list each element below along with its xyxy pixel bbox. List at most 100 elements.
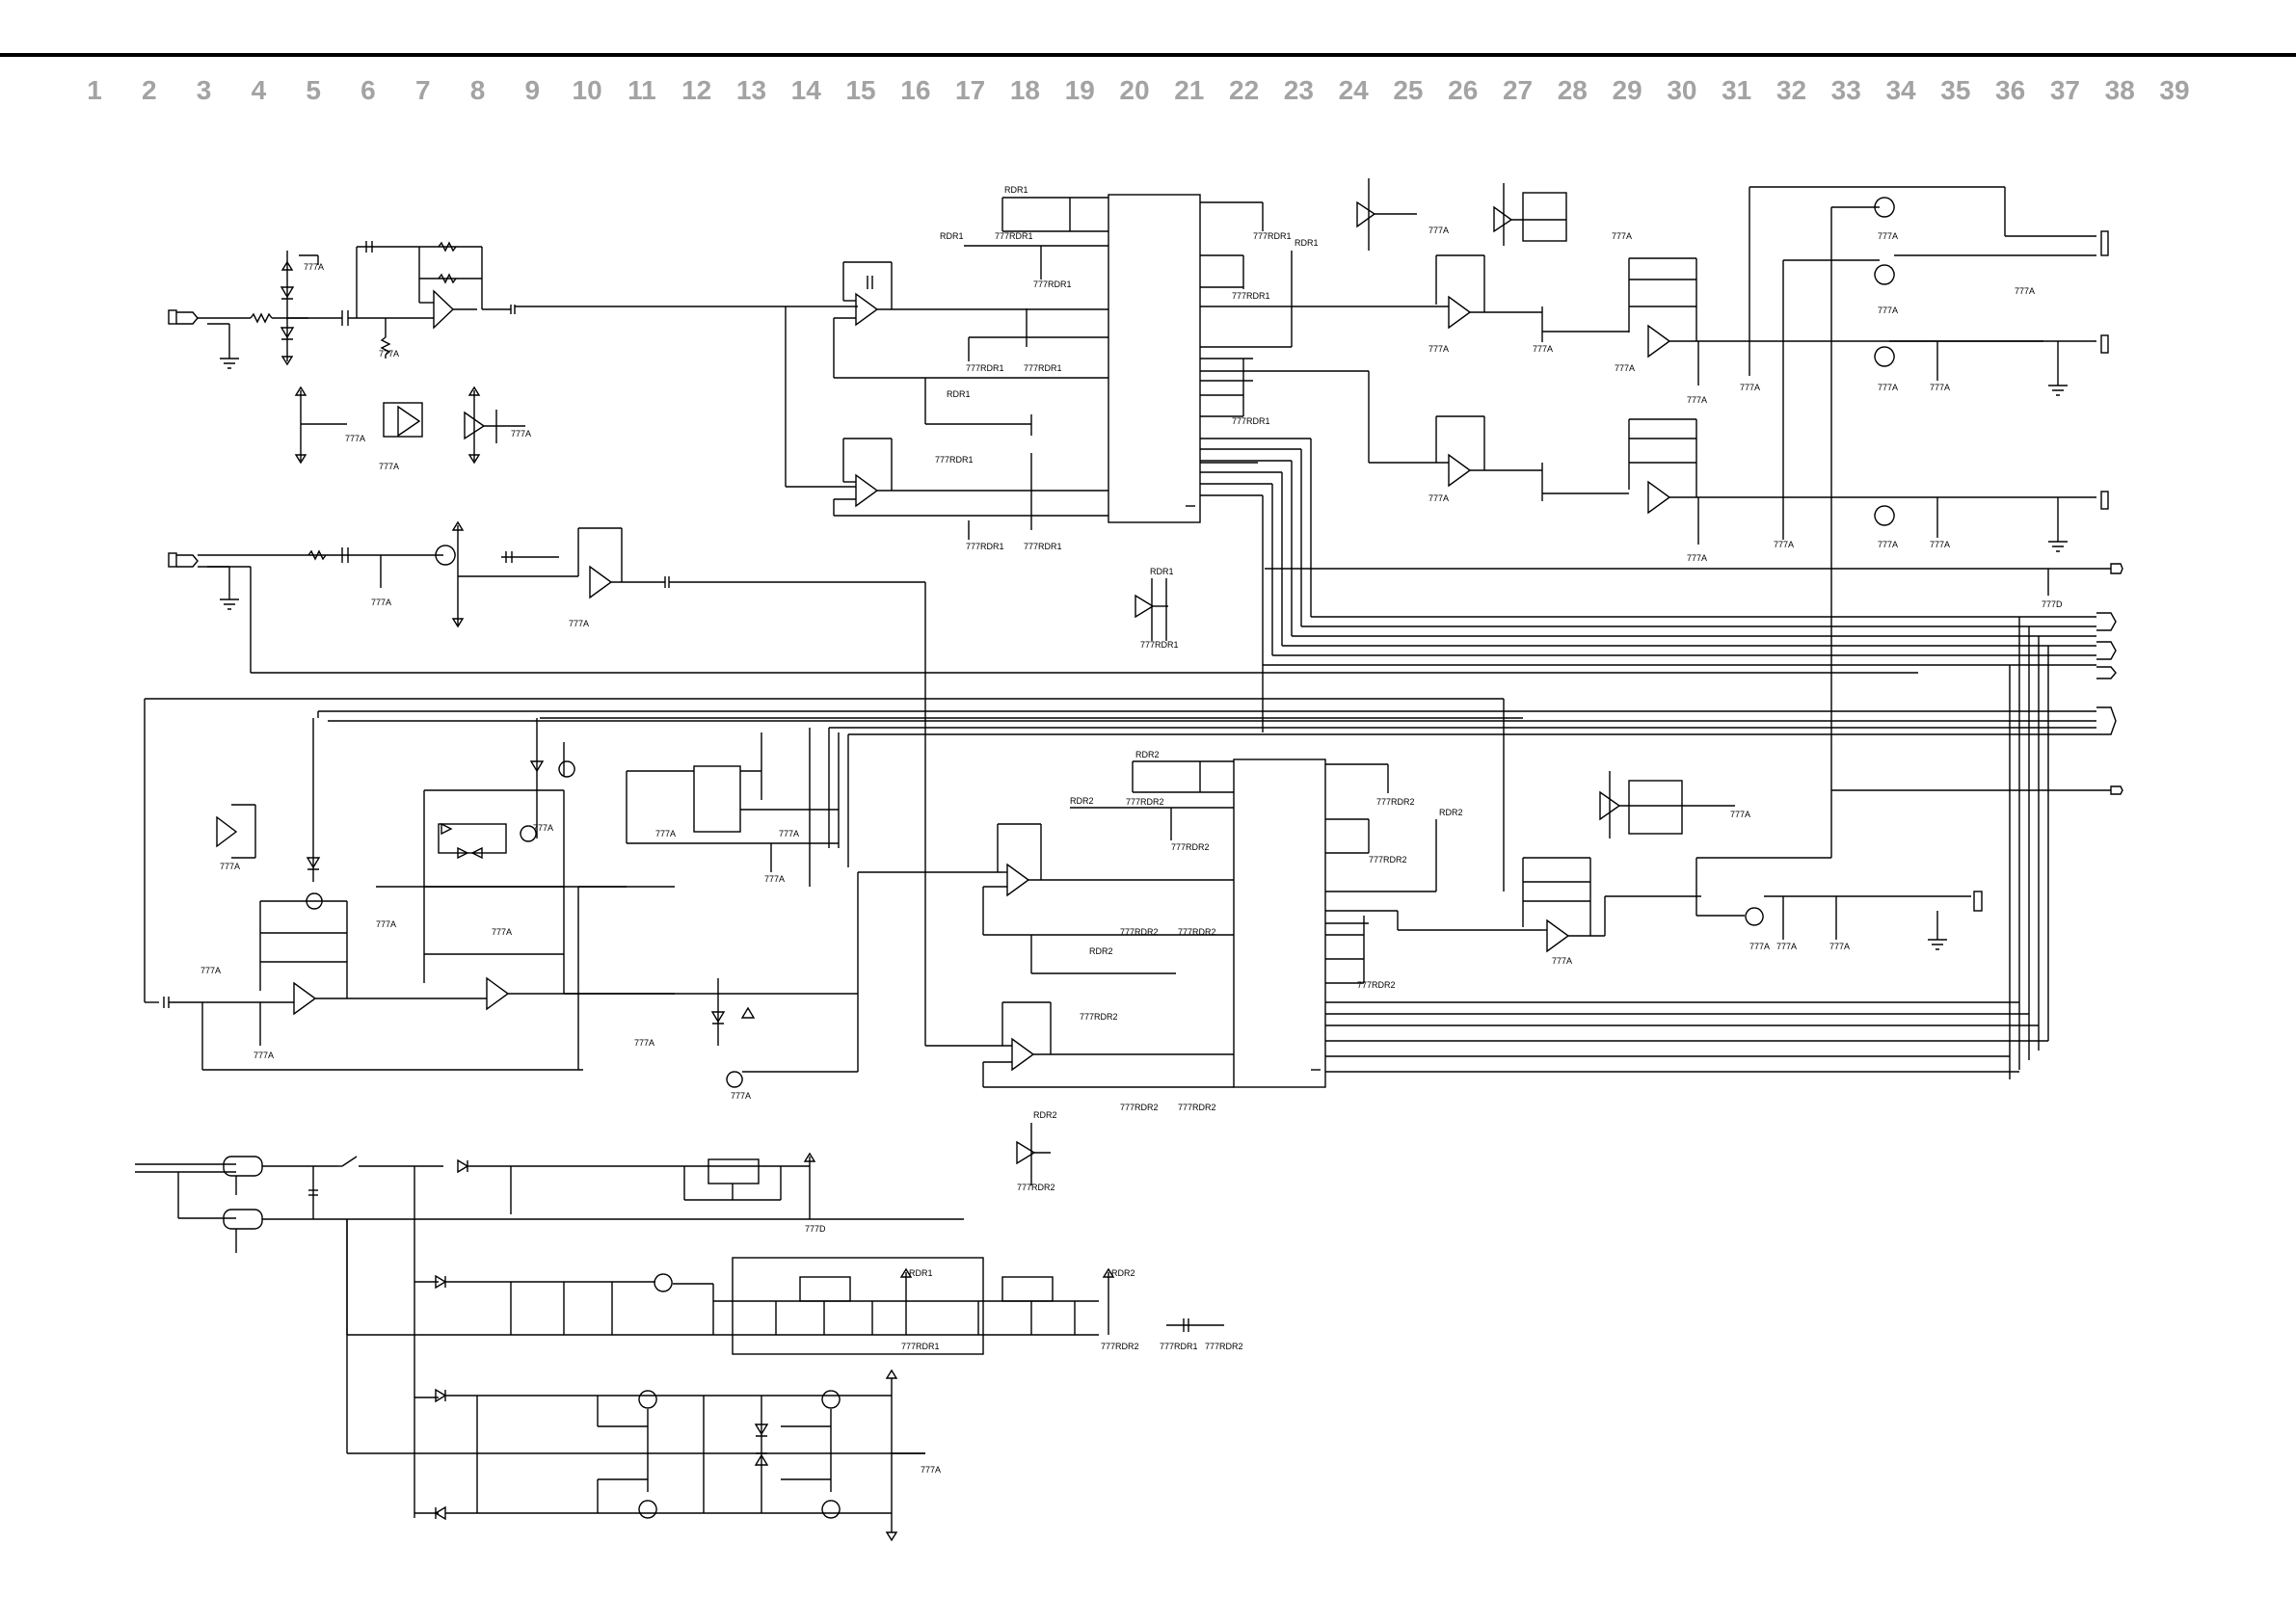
column-number: 18 [1009,75,1040,105]
column-number: 34 [1885,75,1916,105]
rail-ground-label: 777RDR1 [966,542,1004,551]
column-number: 8 [469,75,486,105]
rail-label: RDR2 [1111,1268,1135,1278]
rail-ground-label: 777RDR1 [1232,291,1270,301]
rail-ground-label: 777RDR1 [1024,542,1062,551]
ground-label: 777A [655,829,676,838]
rail-label: RDR2 [1070,796,1094,806]
connector-plug [2096,666,2117,679]
pnp-transistor-q7 [638,1500,657,1519]
rail-ground-label: 777RDR2 [1178,1103,1216,1112]
rail-ground-label: 777RDR2 [1101,1342,1139,1351]
ground-label: 777A [304,262,324,272]
output-stage-top [1200,186,2123,858]
ground-label: 777A [1615,363,1635,373]
column-number: 23 [1283,75,1314,105]
zener-diode [280,327,295,340]
column-number: 15 [845,75,876,105]
ground-label: 777A [379,462,399,471]
ground-label: 777D [805,1224,826,1234]
resistor [438,273,457,284]
column-number: 5 [306,75,321,105]
rectifier-diode [435,1388,447,1403]
rail-ground-label: 777RDR2 [1126,797,1164,807]
rail-ground-label: 777RDR2 [1120,927,1159,937]
column-number: 6 [360,75,376,105]
opamp [1448,453,1472,488]
opamp [1011,1037,1035,1072]
column-number: 19 [1064,75,1095,105]
rail-ground-label: 777RDR1 [1033,279,1072,289]
zener-diode [529,760,545,773]
opamp [589,565,613,599]
column-number: 17 [955,75,986,105]
ground-label: 777A [1612,231,1632,241]
jfet [435,545,456,566]
effects-stage-middle [144,698,1523,1088]
column-number: 4 [251,75,267,105]
rail-label: RDR1 [947,389,971,399]
ground-label: 777A [254,1051,274,1060]
opamp [1448,295,1472,330]
ground-label: 777A [921,1465,941,1475]
npn-transistor-q8 [821,1390,841,1409]
rail-ground-label: 777RDR2 [1357,980,1396,990]
ground-label: 777A [1878,540,1898,549]
ground-label: 777A [1829,942,1850,951]
ground-symbol [220,599,239,610]
supply-arrow [280,356,294,366]
ground-label: 777A [1687,553,1707,563]
zener-diode [754,1423,769,1437]
rail-ground-label: 777RDR2 [1376,797,1415,807]
npn-transistor-q3 [1874,346,1895,367]
ground-label: 777A [1878,231,1898,241]
regulator-box [732,1257,984,1355]
opto-coupler [306,892,323,910]
ground-label: 777A [492,927,512,937]
rail-label: RDR1 [1295,238,1319,248]
rail-ground-label: 777RDR1 [966,363,1004,373]
connector-plug [2110,563,2123,574]
supply-arrow [280,260,294,271]
opamp [293,981,317,1016]
rail-ground-label: 777RDR1 [1140,640,1179,650]
rail-ground-label: 777RDR1 [1160,1342,1198,1351]
ground-label: 777A [511,429,531,439]
rail-label: RDR1 [909,1268,933,1278]
rail-ground-label: 777RDR1 [935,455,974,465]
rail-label: RDR2 [1135,750,1160,759]
ground-label: 777A [1428,226,1449,235]
rail-ground-label: 777RDR2 [1205,1342,1243,1351]
mixer-ic-1 [1108,194,1201,523]
column-number: 31 [1722,75,1752,105]
rail-ground-label: 777RDR1 [1024,363,1062,373]
rail-label: RDR1 [1150,567,1174,576]
input-jack-2 [168,552,177,568]
connector-plug [2096,706,2117,735]
ground-label: 777A [379,349,399,359]
ground-label: 777A [731,1091,751,1101]
column-number: 32 [1775,75,1807,105]
column-number: 7 [414,75,431,105]
output-jack-1 [2100,230,2109,256]
connector-plug [2096,641,2117,660]
opamp [1016,1140,1036,1165]
column-number: 1 [87,75,102,105]
ground-label: 777A [1774,540,1794,549]
output-jack-2 [2100,334,2109,354]
mixer-stage-bottom [974,665,2048,1088]
column-number: 39 [2159,75,2190,105]
input-jack-1 [168,309,177,325]
column-number: 14 [790,75,821,105]
rail-ground-label: 777RDR2 [1017,1183,1055,1192]
column-number: 35 [1940,75,1971,105]
ground-label: 777A [1533,344,1553,354]
rail-ground-label: 777RDR1 [901,1342,940,1351]
transistor [520,825,537,842]
column-number: 36 [1995,75,2026,105]
rail-ground-label: 777RDR1 [1232,416,1270,426]
ground-label: 777A [569,619,589,628]
rail-ground-label: 777RDR2 [1369,855,1407,865]
column-number: 29 [1612,75,1642,105]
